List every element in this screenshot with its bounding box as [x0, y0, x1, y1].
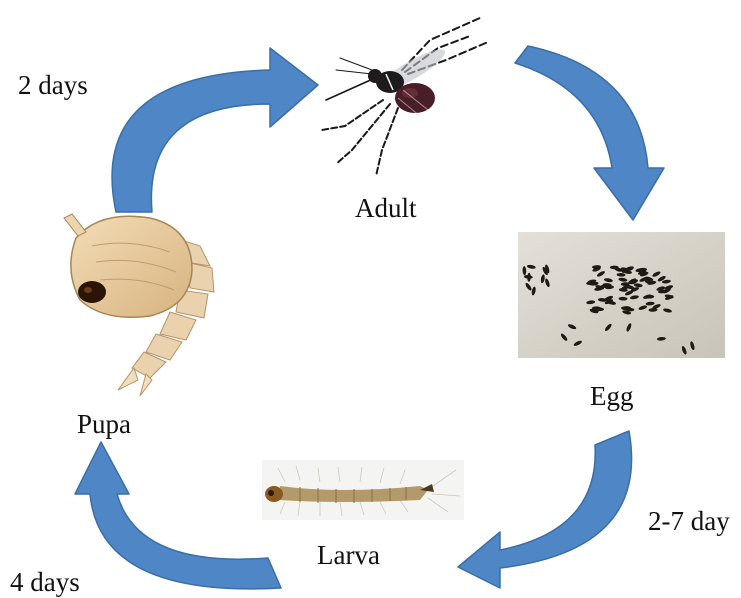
pupa-icon	[64, 214, 214, 396]
stage-label-egg: Egg	[586, 381, 638, 412]
duration-label-egg-to-larva: 2-7 day	[648, 508, 730, 535]
arrow-pupa-to-adult	[112, 48, 318, 212]
egg-cluster-icon	[518, 232, 725, 358]
stage-label-adult: Adult	[351, 193, 421, 224]
stage-label-pupa: Pupa	[73, 409, 135, 440]
arrow-adult-to-egg	[515, 46, 664, 220]
larva-icon	[262, 460, 464, 520]
arrow-egg-to-larva	[458, 431, 632, 588]
stage-label-larva: Larva	[313, 540, 384, 571]
mosquito-icon	[322, 18, 488, 176]
duration-label-larva-to-pupa: 4 days	[10, 569, 80, 596]
duration-label-pupa-to-adult: 2 days	[18, 72, 88, 99]
arrow-larva-to-pupa	[75, 442, 281, 589]
